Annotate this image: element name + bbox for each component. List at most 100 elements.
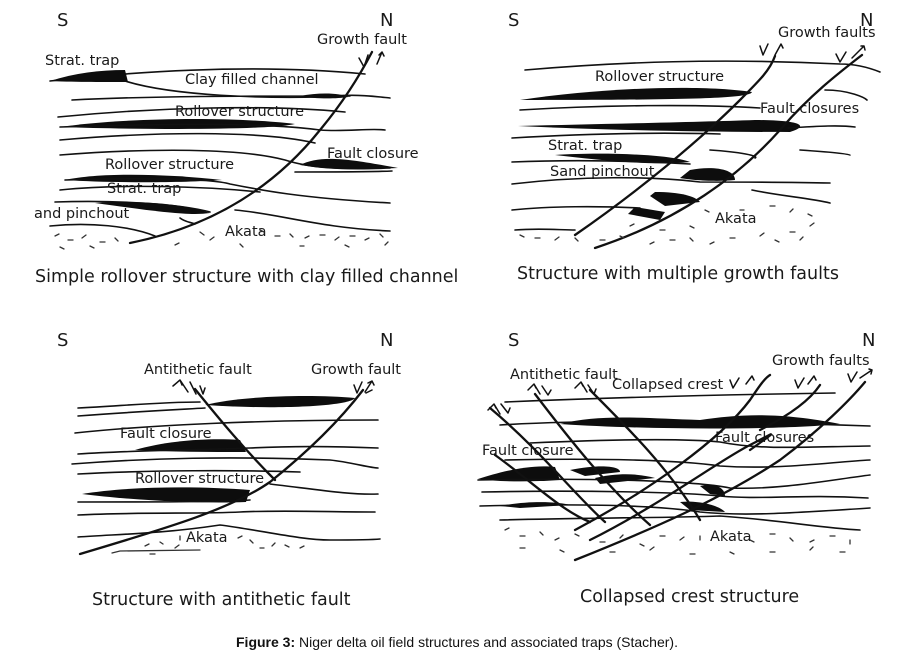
figure-caption-label: Figure 3:	[236, 634, 296, 650]
fault-movement-arrows-icon	[574, 381, 597, 395]
growth-fault-line	[78, 388, 365, 556]
bedding-line	[57, 106, 346, 118]
growth-fault-line	[573, 380, 867, 562]
bedding-line	[511, 176, 831, 185]
bedding-line	[77, 407, 206, 417]
north-label: N	[862, 330, 875, 351]
akata-shale-pattern	[504, 527, 851, 555]
bedding-line	[77, 445, 379, 455]
bedding-line	[481, 490, 869, 499]
bedding-line	[77, 469, 301, 475]
reservoir	[680, 168, 735, 181]
bedding-line	[234, 209, 391, 232]
bedding-line	[524, 60, 881, 73]
panel-title: Structure with antithetic fault	[92, 590, 351, 610]
fault-closure-reservoir	[300, 158, 398, 170]
north-label: N	[860, 10, 873, 31]
bedding-line	[59, 185, 261, 193]
rollover-reservoir	[82, 487, 250, 503]
bedding-line	[294, 170, 393, 173]
reservoir	[570, 466, 620, 476]
fault-movement-arrows-icon	[835, 45, 866, 63]
fault-movement-arrows-icon	[729, 375, 755, 389]
antithetic-fault-line	[488, 406, 607, 524]
bedding-line	[504, 458, 871, 468]
fault-movement-arrows-icon	[847, 368, 873, 383]
bedding-line	[77, 510, 376, 516]
bedding-line	[511, 159, 691, 165]
fault-movement-arrows-icon	[759, 43, 784, 56]
antithetic-fault-label: Antithetic fault	[144, 362, 252, 378]
clay-channel-label: Clay filled channel	[185, 72, 319, 88]
fault-movement-arrows-icon	[794, 375, 817, 389]
bedding-line	[71, 94, 391, 101]
growth-fault-line	[573, 373, 772, 532]
bedding-line	[74, 419, 379, 434]
bedding-line	[511, 205, 641, 211]
panel-multiple-growth-faults: S N Growth faults Rollover structure Fau…	[508, 10, 881, 284]
strat-trap-label: Strat. trap	[548, 138, 622, 154]
figure-caption: Figure 3: Niger delta oil field structur…	[0, 634, 914, 650]
panel-title: Collapsed crest structure	[580, 587, 799, 607]
bedding-line	[59, 123, 386, 132]
antithetic-fault-line	[588, 388, 702, 522]
strat-trap-reservoir	[95, 202, 210, 214]
fault-movement-arrows-icon	[527, 383, 552, 396]
bedding-line	[529, 438, 871, 449]
bedding-line	[179, 217, 196, 225]
bedding-line	[71, 457, 379, 469]
rollover-reservoir	[520, 87, 752, 100]
bedding-line	[824, 89, 868, 101]
growth-fault-line	[593, 53, 864, 250]
antithetic-fault-line	[533, 392, 652, 527]
antithetic-fault-line	[193, 387, 277, 482]
akata-label: Akata	[225, 224, 267, 240]
bedding-line	[709, 149, 757, 159]
reservoir	[650, 192, 700, 206]
north-label: N	[380, 330, 393, 351]
fault-closure-label: Fault closure	[482, 443, 574, 459]
south-label: S	[57, 330, 68, 351]
bedding-line	[511, 132, 721, 139]
growth-fault-label: Growth fault	[317, 32, 407, 48]
bedding-line	[751, 189, 831, 204]
collapsed-crest-label: Collapsed crest	[612, 377, 724, 393]
panel-title: Structure with multiple growth faults	[517, 264, 839, 284]
bedding-line	[787, 125, 856, 129]
akata-label: Akata	[715, 211, 757, 227]
bedding-line	[514, 228, 576, 231]
akata-label: Akata	[186, 530, 228, 546]
bedding-line	[64, 178, 391, 204]
bedding-line	[269, 483, 379, 495]
fault-movement-arrows-icon	[487, 403, 511, 415]
bedding-line	[499, 515, 861, 531]
reservoir	[300, 93, 348, 99]
reservoir	[500, 502, 570, 508]
panel-simple-rollover: S N Growth fault Strat. trap Clay filled…	[34, 10, 458, 287]
fault-closure-label: Fault closure	[120, 426, 212, 442]
fault-movement-arrows-icon	[358, 51, 385, 68]
antithetic-fault-label: Antithetic fault	[510, 367, 618, 383]
rollover-upper-label: Rollover structure	[175, 104, 304, 120]
akata-label: Akata	[710, 529, 752, 545]
growth-faults-label: Growth faults	[772, 353, 870, 369]
akata-shale-pattern	[111, 535, 305, 555]
panel-collapsed-crest: S N Growth faults Antithetic fault Colla…	[477, 330, 875, 607]
bedding-line	[799, 149, 851, 156]
strat-trap-lower-label: Strat. trap	[107, 181, 181, 197]
strat-trap-reservoir	[555, 153, 690, 164]
growth-fault-line	[128, 50, 374, 245]
pinchout-label: and pinchout	[34, 206, 130, 222]
fault-closure-label: Fault closure	[327, 146, 419, 162]
bedding-line	[77, 524, 381, 541]
strat-trap-reservoir	[50, 70, 128, 82]
sand-pinchout-label: Sand pinchout	[550, 164, 655, 180]
growth-fault-line	[758, 383, 822, 432]
growth-fault-line	[588, 433, 773, 542]
fault-movement-arrows-icon	[353, 380, 375, 394]
rollover-label: Rollover structure	[595, 69, 724, 85]
growth-fault-line	[573, 54, 777, 237]
reservoir	[560, 415, 840, 429]
figure-caption-text: Niger delta oil field structures and ass…	[295, 634, 678, 650]
